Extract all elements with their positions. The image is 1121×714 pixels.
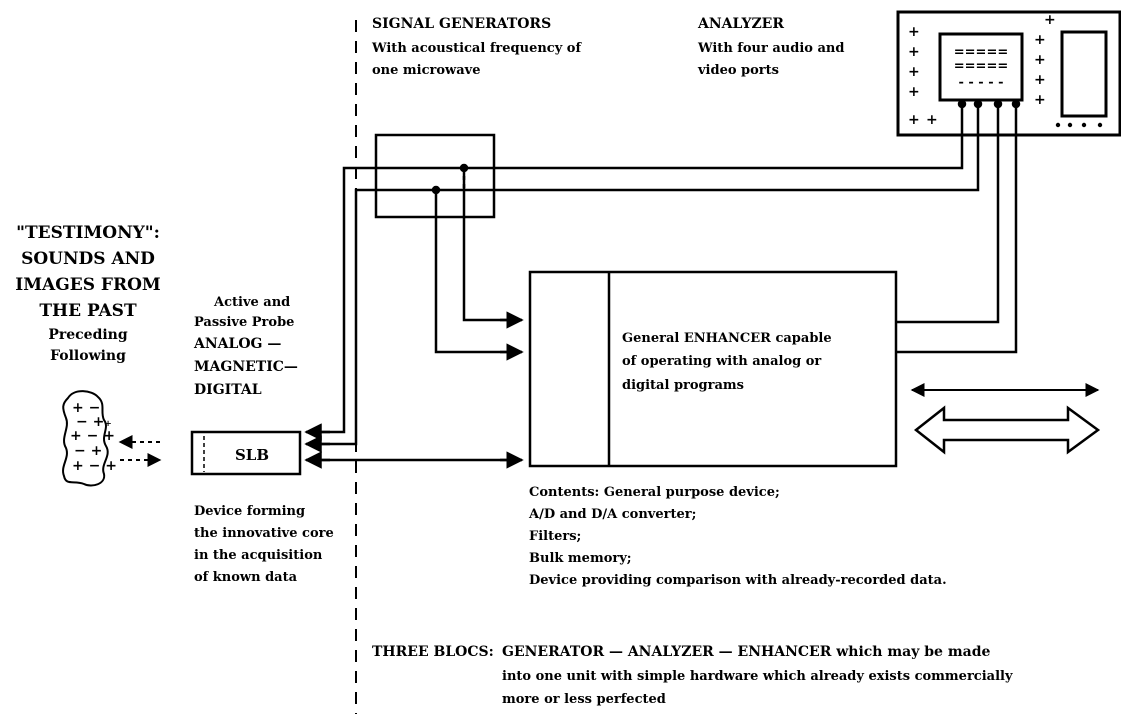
analyzer-title: ANALYZER: [697, 16, 784, 32]
svg-text:+: +: [908, 84, 920, 100]
signal-generators-label: SIGNAL GENERATORS With acoustical freque…: [371, 16, 582, 78]
svg-text:+ − +: + − +: [70, 428, 115, 444]
three-blocs-note: THREE BLOCS: GENERATOR — ANALYZER — ENHA…: [372, 644, 1013, 707]
screen-line: - - - - -: [958, 75, 1003, 90]
contents-line: Contents: General purpose device;: [529, 485, 780, 500]
analyzer-desc: With four audio and: [697, 41, 844, 56]
slb-label: SLB: [235, 446, 269, 464]
bidirectional-arrow-block: [913, 405, 1101, 455]
svg-text:+ − +: + − +: [72, 458, 117, 474]
arrowheads: [304, 311, 524, 469]
enhancer-block: General ENHANCER capable of operating wi…: [528, 270, 898, 468]
svg-text:+: +: [908, 64, 920, 80]
probe-line: Active and: [213, 295, 290, 310]
svg-text:+: +: [908, 24, 920, 40]
screen-line: =====: [954, 45, 1008, 60]
probe-line: Passive Probe: [194, 315, 294, 330]
probe-line: MAGNETIC—: [194, 359, 298, 375]
slb-caption: Device forming the innovative core in th…: [194, 504, 334, 585]
slb-caption-line: in the acquisition: [194, 548, 323, 563]
connection-lines: [310, 118, 1018, 462]
testimony-line: SOUNDS AND: [21, 249, 155, 269]
contents-line: Bulk memory;: [529, 551, 632, 566]
svg-text:+: +: [908, 112, 920, 128]
enhancer-line: digital programs: [622, 378, 744, 393]
contents-line: A/D and D/A converter;: [528, 507, 696, 522]
analyzer-desc: video ports: [697, 63, 779, 78]
contents-line: Device providing comparison with already…: [529, 573, 947, 588]
three-blocs-title: THREE BLOCS:: [372, 644, 494, 660]
analyzer-device: ===== ===== - - - - - + + + + + + + + + + +: [896, 10, 1121, 137]
signal-generators-title: SIGNAL GENERATORS: [372, 16, 551, 32]
three-blocs-line: GENERATOR — ANALYZER — ENHANCER which ma…: [502, 644, 991, 660]
slb-block: SLB: [190, 430, 302, 476]
slb-caption-line: of known data: [194, 570, 298, 585]
probe-label: Active and Passive Probe ANALOG — MAGNET…: [193, 295, 298, 398]
signal-generators-desc: one microwave: [372, 63, 481, 78]
svg-text:+: +: [908, 44, 920, 60]
svg-text:+ −: + −: [72, 400, 100, 416]
testimony-line: "TESTIMONY":: [16, 223, 160, 243]
svg-text:+: +: [1034, 32, 1046, 48]
slb-caption-line: the innovative core: [194, 526, 334, 541]
past-sounds-blob: + − − +₊ + − + − + + − +: [62, 390, 117, 487]
enhancer-line: of operating with analog or: [622, 354, 821, 369]
probe-line: DIGITAL: [194, 382, 262, 398]
three-blocs-line: into one unit with simple hardware which…: [502, 669, 1013, 684]
svg-text:+: +: [1034, 92, 1046, 108]
three-blocs-line: more or less perfected: [502, 692, 666, 707]
svg-text:+: +: [926, 112, 938, 128]
svg-text:+: +: [1044, 12, 1056, 28]
testimony-line: THE PAST: [39, 301, 137, 321]
probe-line: ANALOG —: [193, 336, 281, 352]
screen-line: =====: [954, 59, 1008, 74]
svg-text:− +₊: − +₊: [76, 414, 112, 430]
enhancer-line: General ENHANCER capable: [622, 331, 832, 346]
contents-line: Filters;: [529, 529, 581, 544]
testimony-line: Following: [50, 348, 126, 364]
svg-text:+: +: [1034, 72, 1046, 88]
svg-text:+: +: [1034, 52, 1046, 68]
testimony-line: Preceding: [48, 327, 128, 343]
slb-caption-line: Device forming: [194, 504, 305, 519]
testimony-line: IMAGES FROM: [15, 275, 161, 295]
signal-generators-desc: With acoustical frequency of: [371, 41, 582, 56]
testimony-label: "TESTIMONY": SOUNDS AND IMAGES FROM THE …: [15, 223, 161, 364]
analyzer-label: ANALYZER With four audio and video ports: [697, 16, 844, 78]
svg-text:− +: − +: [74, 443, 102, 459]
contents-list: Contents: General purpose device; A/D an…: [528, 485, 947, 588]
